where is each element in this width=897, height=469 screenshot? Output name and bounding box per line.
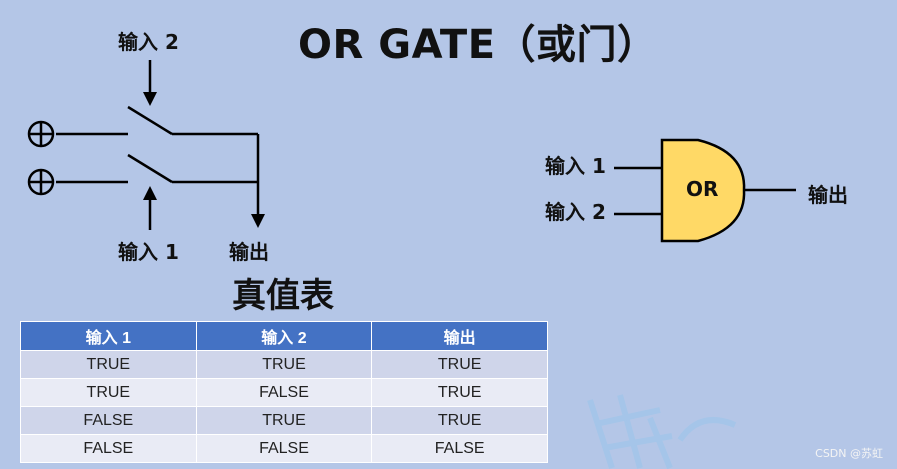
gate-name: OR <box>686 177 719 201</box>
table-cell: TRUE <box>371 406 548 435</box>
watermark-text: CSDN @苏虹 <box>815 447 883 460</box>
switch-output-label: 输出 <box>229 240 269 264</box>
header-output: 输出 <box>371 321 548 351</box>
table-row: FALSE TRUE TRUE <box>20 406 548 435</box>
switch-bottom-blade <box>127 153 173 184</box>
table-cell: TRUE <box>371 350 548 379</box>
table-cell: FALSE <box>195 434 373 463</box>
header-input2: 输入 2 <box>195 321 373 351</box>
table-cell: FALSE <box>20 406 197 435</box>
table-cell: TRUE <box>371 378 548 407</box>
switch-top-blade <box>127 105 173 136</box>
input2-arrowhead <box>143 92 157 106</box>
table-row: FALSE FALSE FALSE <box>20 434 548 463</box>
or-gate-body <box>660 138 746 243</box>
output-arrowhead <box>251 214 265 228</box>
table-row: TRUE TRUE TRUE <box>20 350 548 379</box>
table-cell: TRUE <box>20 350 197 379</box>
switch-input2-label: 输入 2 <box>118 30 179 54</box>
header-input1: 输入 1 <box>20 321 197 351</box>
table-cell: TRUE <box>195 406 373 435</box>
table-row: TRUE FALSE TRUE <box>20 378 548 407</box>
switch-input1-label: 输入 1 <box>118 240 179 264</box>
table-cell: FALSE <box>371 434 548 463</box>
truth-table-header-row: 输入 1 输入 2 输出 <box>20 321 548 351</box>
gate-output-label: 输出 <box>808 183 848 207</box>
table-cell: TRUE <box>20 378 197 407</box>
table-cell: FALSE <box>20 434 197 463</box>
gate-input2-label: 输入 2 <box>545 200 606 224</box>
gate-input1-label: 输入 1 <box>545 154 606 178</box>
page-title: OR GATE（或门） <box>298 22 658 68</box>
table-cell: TRUE <box>195 350 373 379</box>
truth-table-title: 真值表 <box>232 276 334 316</box>
table-cell: FALSE <box>195 378 373 407</box>
truth-table: 输入 1 输入 2 输出 TRUE TRUE TRUE TRUE FALSE T… <box>20 321 548 463</box>
input1-arrowhead <box>143 186 157 200</box>
decorative-watermark-shape <box>587 394 737 469</box>
